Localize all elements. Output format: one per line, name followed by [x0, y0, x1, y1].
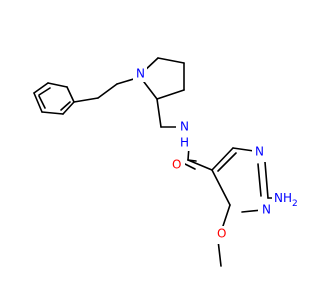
- label-background: [272, 191, 300, 211]
- bond: [232, 147, 255, 152]
- double-bond: [184, 163, 196, 170]
- double-bond: [257, 163, 262, 197]
- bond: [66, 86, 75, 103]
- methoxy-oxygen-label: O: [217, 227, 226, 241]
- bond: [41, 111, 64, 115]
- bond: [217, 239, 222, 267]
- bond: [47, 82, 68, 88]
- benzene-ring: [33, 82, 75, 115]
- label-background: [169, 156, 185, 174]
- label-background: [133, 66, 147, 82]
- carbonyl-oxygen-label: O: [172, 158, 181, 172]
- amide-hydrogen-label: H: [180, 136, 189, 150]
- label-background: [176, 119, 192, 151]
- phenethyl-chain: [73, 77, 138, 103]
- bond: [97, 83, 118, 99]
- bond: [187, 159, 213, 171]
- bond: [73, 97, 99, 103]
- bond: [156, 89, 185, 100]
- bond: [143, 81, 158, 100]
- bond: [33, 92, 43, 113]
- pyrimidine-nitrogen-bottom-label: N: [262, 203, 271, 217]
- bond: [211, 147, 234, 171]
- double-bond: [217, 152, 237, 172]
- bond: [157, 57, 185, 64]
- bond: [264, 161, 269, 199]
- label-background: [258, 201, 274, 219]
- molecule-structure: N N H O N N NH2 O: [33, 57, 300, 267]
- amide-nitrogen-label: N: [180, 120, 189, 134]
- pyrrolidine-ring: [141, 57, 185, 100]
- pyrimidine-nitrogen-top-label: N: [255, 145, 264, 159]
- label-background: [252, 144, 268, 162]
- bond: [156, 98, 162, 128]
- pyrrolidine-nitrogen-label: N: [136, 67, 145, 81]
- bond: [33, 82, 49, 94]
- amino-group-label: NH2: [274, 191, 298, 209]
- bond: [211, 169, 231, 206]
- molecule-canvas: N N H O N N NH2 O: [33, 57, 300, 267]
- linker-chain: [156, 98, 180, 128]
- double-bond: [60, 101, 71, 111]
- double-bond: [38, 95, 46, 109]
- bond: [222, 204, 231, 227]
- label-background: [214, 226, 230, 244]
- double-bond: [38, 87, 51, 96]
- bond: [62, 101, 75, 115]
- methoxy-group: [217, 204, 231, 267]
